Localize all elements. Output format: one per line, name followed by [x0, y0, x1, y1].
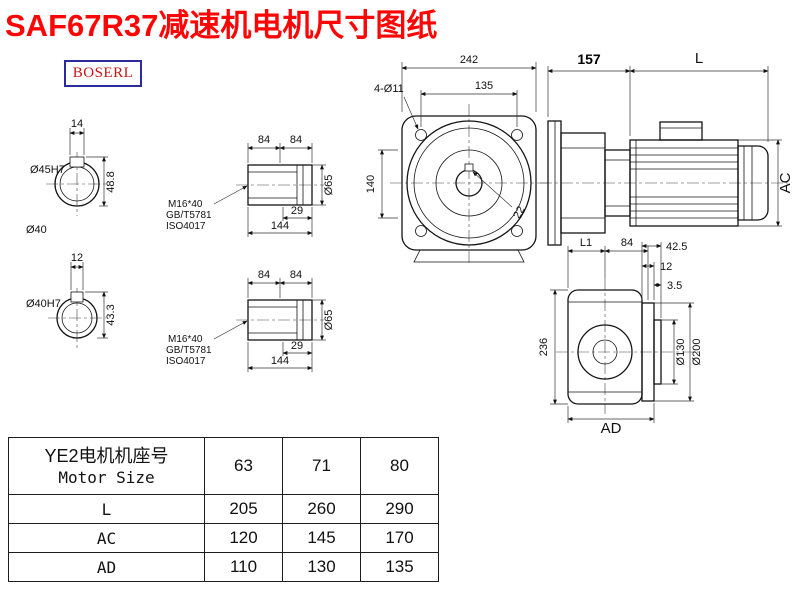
row-label-L: L: [8, 494, 205, 524]
table-cell: 135: [360, 552, 439, 582]
table-header-row: YE2电机机座号 Motor Size 63 71 80: [8, 437, 439, 495]
dim-hole-pitch: 135: [475, 80, 493, 92]
motor-size-header-cell: YE2电机机座号 Motor Size: [8, 437, 205, 495]
dim-keyway-width-45: 14: [71, 118, 83, 130]
dim-keyway-width-40: 12: [71, 252, 83, 264]
header-cn: YE2电机机座号: [44, 445, 169, 466]
row-label-AD: AD: [8, 552, 205, 582]
motor-side-view: 157 L AC: [540, 50, 794, 246]
page-title: SAF67R37减速机电机尺寸图纸: [5, 8, 438, 43]
callout-bolt-holes: 4-Ø11: [374, 83, 404, 95]
dim-shaft-len-a: 84: [258, 134, 270, 146]
size-column-71: 71: [282, 437, 361, 495]
dim-housing-height: 236: [538, 338, 550, 356]
table-row-L: L 205 260 290: [8, 494, 439, 524]
dim-shaft-len-b: 84: [290, 269, 302, 281]
table-cell: 130: [282, 552, 361, 582]
dim-flange-dia: Ø200: [691, 339, 703, 366]
input-bore-view-40: 12 Ø40H7 43.3: [26, 252, 117, 348]
output-flange-view: L1 84 42.5 12 3.5 236 Ø130 Ø200: [538, 237, 703, 435]
dim-total-len: 144: [271, 220, 289, 232]
dim-flange-thickness: 12: [660, 261, 672, 273]
callout-screw-std2: ISO4017: [166, 356, 206, 367]
flange-front-view: 242 135 4-Ø11 140 22: [365, 54, 548, 264]
dim-bore-depth: 29: [291, 340, 303, 352]
table-row-AD: AD 110 130 135: [8, 552, 439, 582]
dim-gearbox-length: 157: [577, 51, 601, 67]
table-cell: 290: [360, 494, 439, 524]
callout-screw-std1: GB/T5781: [166, 210, 212, 221]
dim-spigot-dia: Ø130: [675, 339, 687, 366]
hollow-shaft-section-bottom: 84 84 29 144 Ø65 M16*40 GB/T5781 ISO4017: [166, 269, 335, 372]
label-shaft-od-40: Ø40: [26, 224, 47, 236]
callout-screw: M16*40: [168, 199, 203, 210]
table-cell: 260: [282, 494, 361, 524]
motor-size-table: YE2电机机座号 Motor Size 63 71 80 L 205 260 2…: [8, 437, 439, 582]
dim-shaft-od: Ø65: [323, 175, 335, 196]
dim-spigot-thickness: 3.5: [667, 280, 682, 292]
dim-bore-depth: 29: [291, 205, 303, 217]
size-column-63: 63: [204, 437, 283, 495]
size-column-80: 80: [360, 437, 439, 495]
dim-motor-od-AC: AC: [777, 172, 794, 193]
row-label-AC: AC: [8, 523, 205, 553]
dim-total-len: 144: [271, 355, 289, 367]
callout-screw: M16*40: [168, 334, 203, 345]
dim-key-height-45: 48.8: [105, 171, 117, 192]
dim-motor-length-L: L: [695, 50, 703, 67]
hollow-shaft-section-top: 84 84 29 144 Ø65 M16*40 GB/T5781 ISO4017: [166, 134, 335, 237]
callout-screw-std2: ISO4017: [166, 221, 206, 232]
table-cell: 120: [204, 523, 283, 553]
dim-center-height: 140: [365, 175, 377, 193]
table-cell: 110: [204, 552, 283, 582]
dim-shaft-len-a: 84: [258, 269, 270, 281]
dim-L1: L1: [580, 237, 592, 249]
dim-84: 84: [621, 237, 633, 249]
dim-flange-total: 42.5: [666, 241, 687, 253]
callout-screw-std1: GB/T5781: [166, 345, 212, 356]
table-row-AC: AC 120 145 170: [8, 523, 439, 553]
header-en: Motor Size: [58, 468, 155, 488]
label-bore-40: Ø40H7: [26, 298, 61, 310]
brand-logo: BOSERL: [64, 60, 142, 87]
table-cell: 205: [204, 494, 283, 524]
dim-width-AD: AD: [601, 420, 622, 435]
dim-keyway-22: 22: [511, 204, 527, 220]
dim-overall-width: 242: [460, 54, 478, 66]
technical-drawing: 14 Ø45H7 48.8 Ø40 12 Ø40H7 43.3: [26, 50, 794, 435]
label-bore-45: Ø45H7: [30, 164, 65, 176]
dim-shaft-od: Ø65: [323, 310, 335, 331]
dim-key-height-40: 43.3: [105, 304, 117, 325]
input-bore-view-45: 14 Ø45H7 48.8 Ø40: [26, 118, 117, 236]
table-cell: 170: [360, 523, 439, 553]
table-cell: 145: [282, 523, 361, 553]
dim-shaft-len-b: 84: [290, 134, 302, 146]
